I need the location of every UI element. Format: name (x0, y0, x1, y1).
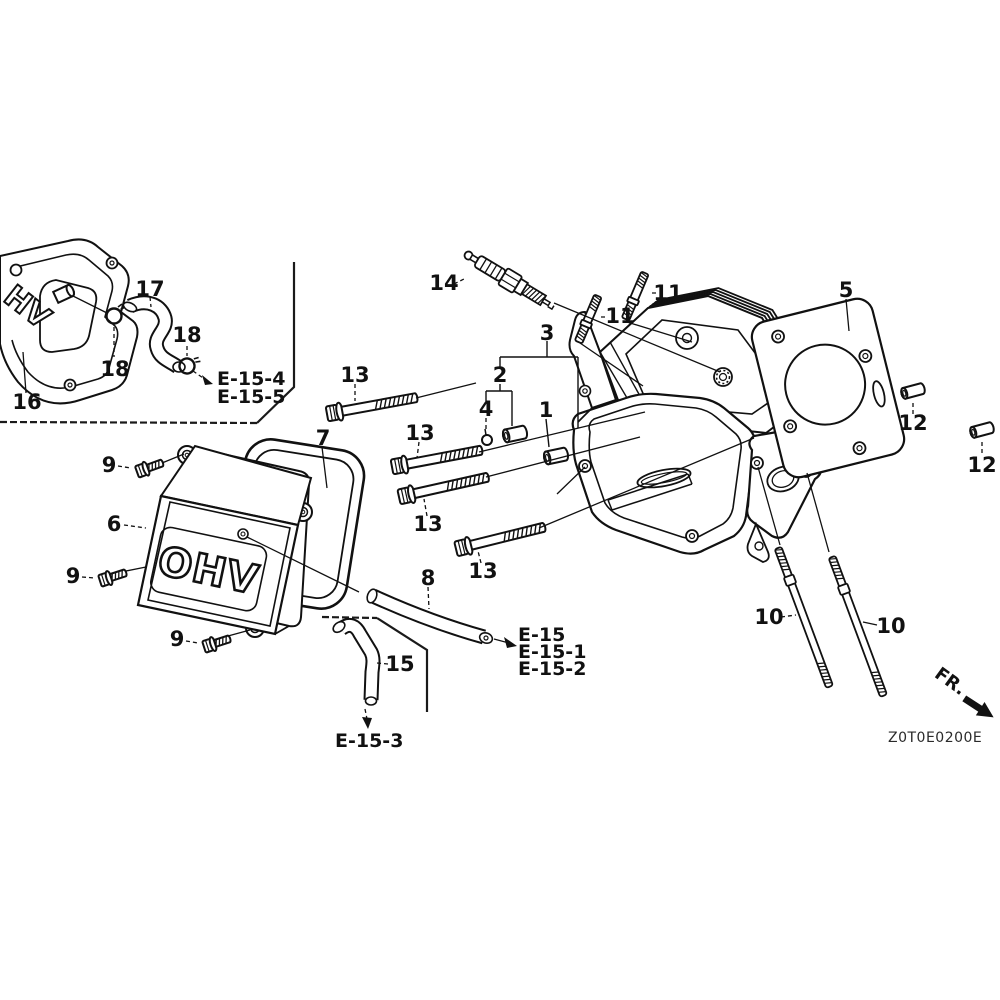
part-6-valve-cover: OHV (136, 444, 313, 638)
part-12-dowel-pin-b (968, 420, 996, 440)
leader-lines-dashed (81, 278, 983, 720)
part-9-bolt-c (200, 630, 234, 655)
ref-e15-5: E-15-5 (217, 386, 285, 408)
part-13-bolt-a (324, 387, 420, 424)
part-8-tube (366, 588, 494, 645)
arrow-to-e15-3 (362, 717, 372, 729)
part-9-bolt-a (133, 454, 167, 480)
callout-13-b: 13 (405, 421, 434, 445)
part-16-head-cover: HV (0, 238, 139, 405)
bottom-section-border-hatched (321, 615, 378, 620)
fr-arrow-icon (962, 695, 994, 718)
callout-12-b: 12 (967, 453, 996, 477)
callout-15: 15 (385, 652, 414, 676)
callout-7: 7 (316, 426, 331, 450)
part-13-bolt-b (389, 440, 485, 477)
ref-e15-3: E-15-3 (335, 730, 403, 752)
ref-e15-2: E-15-2 (518, 658, 586, 680)
part-13-bolt-d (452, 517, 549, 559)
section-borders (0, 262, 429, 712)
callout-13-d: 13 (468, 559, 497, 583)
callout-12-a: 12 (898, 411, 927, 435)
leader-arrowheads (202, 375, 517, 729)
callout-labels: 16 17 18 18 14 11 11 3 2 4 1 5 12 12 13 … (12, 271, 996, 676)
bottom-section-border (376, 617, 429, 712)
callout-4: 4 (479, 397, 494, 421)
callout-16: 16 (12, 390, 41, 414)
part-14-spark-plug (463, 250, 555, 311)
callout-18-a: 18 (100, 357, 129, 381)
arrow-to-e15-4 (202, 375, 213, 385)
leader-lines-solid (22, 295, 878, 644)
reference-labels: E-15-4 E-15-5 E-15 E-15-1 E-15-2 E-15-3 (217, 368, 586, 752)
callout-5: 5 (839, 278, 854, 302)
drawing-code: Z0T0E0200E (888, 730, 982, 746)
part-12-dowel-pin-a (899, 381, 927, 401)
callout-17: 17 (135, 277, 164, 301)
callout-18-b: 18 (172, 323, 201, 347)
callout-6: 6 (107, 512, 122, 536)
breather-nipple (51, 284, 75, 305)
callout-14: 14 (429, 271, 458, 295)
callout-13-a: 13 (340, 363, 369, 387)
top-left-section-border (256, 262, 296, 424)
callout-8: 8 (421, 566, 436, 590)
fr-label: FR. (931, 663, 970, 700)
part-13-bolt-c (396, 467, 492, 507)
arrow-to-e15 (504, 637, 517, 648)
fr-direction-marker: FR. (931, 663, 994, 718)
callout-9-b: 9 (66, 564, 81, 588)
part-5-head-gasket (750, 297, 906, 479)
callout-13-c: 13 (413, 512, 442, 536)
callout-1: 1 (539, 398, 554, 422)
part-4-ring (481, 428, 493, 446)
callout-10-b: 10 (876, 614, 905, 638)
part-17-breather-tube (122, 295, 186, 374)
callout-9-c: 9 (170, 627, 185, 651)
callout-11-a: 11 (605, 304, 634, 328)
part-2-rocker-pivot (500, 424, 530, 444)
callout-11-b: 11 (653, 281, 682, 305)
callout-10-a: 10 (754, 605, 783, 629)
callout-bracket-lines (485, 341, 579, 448)
callout-3: 3 (540, 321, 555, 345)
spark-plug-hole (713, 367, 733, 387)
callout-2: 2 (493, 363, 508, 387)
callout-9-a: 9 (102, 453, 117, 477)
ref-e15-4: E-15-4 (217, 368, 285, 390)
part-9-bolt-b (96, 564, 130, 589)
top-left-section-border-hatched (0, 420, 258, 425)
ref-e15-1: E-15-1 (518, 641, 586, 663)
ref-e15: E-15 (518, 624, 565, 646)
part-15-breather-hose (332, 617, 381, 706)
